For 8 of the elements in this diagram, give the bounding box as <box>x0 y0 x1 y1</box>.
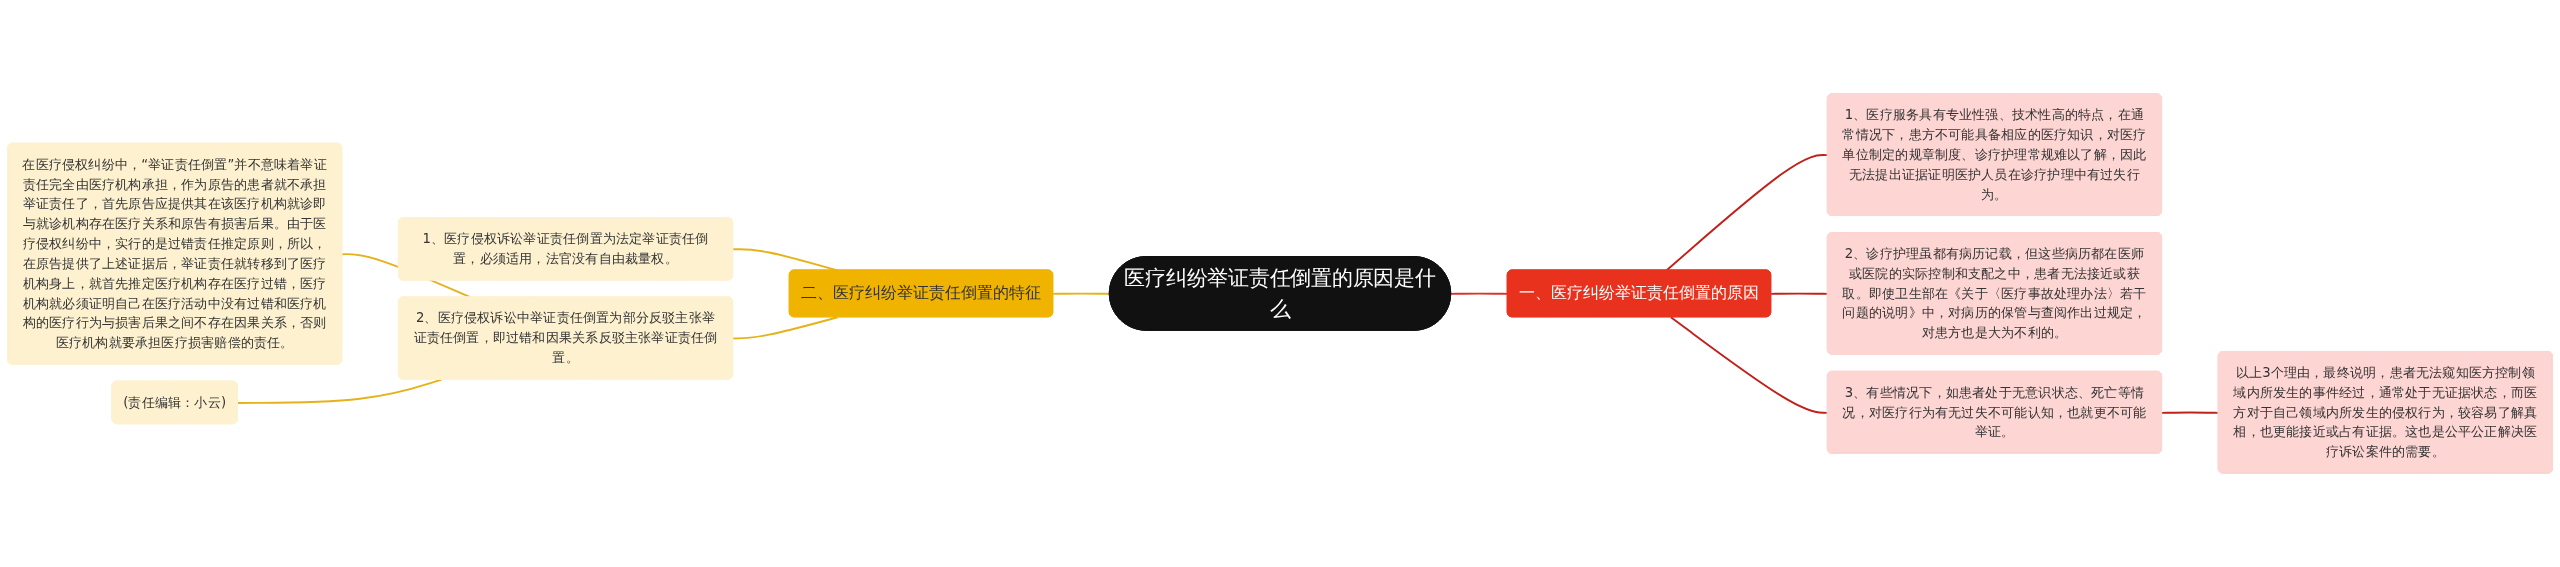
connector <box>236 378 443 404</box>
connector <box>732 316 839 340</box>
connector <box>1770 292 1829 295</box>
connector <box>1450 292 1509 295</box>
connector <box>1052 292 1111 295</box>
connector <box>1669 316 1829 414</box>
connector <box>1665 154 1829 272</box>
connector <box>2161 411 2220 414</box>
